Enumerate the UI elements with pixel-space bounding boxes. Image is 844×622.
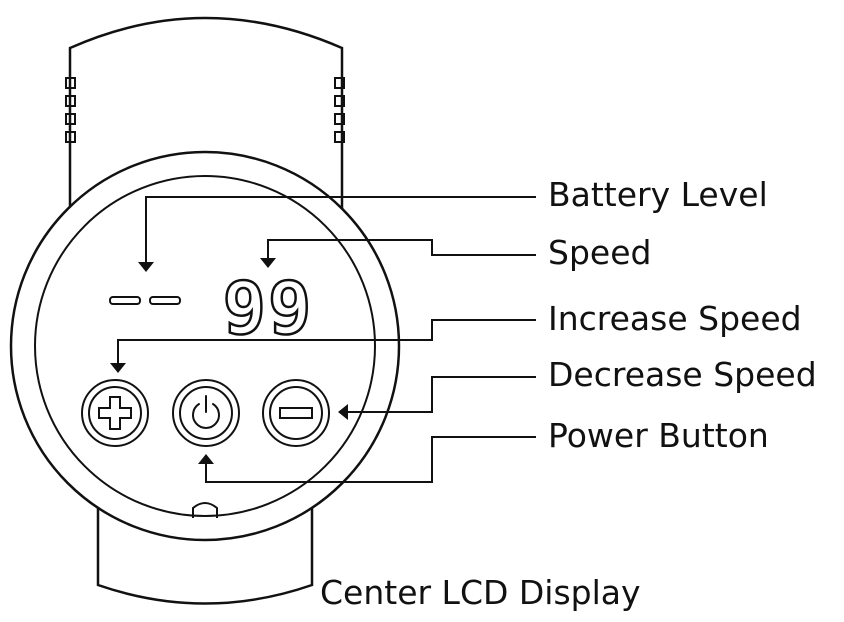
increase-speed-leader: [110, 319, 536, 373]
speed-leader: [260, 239, 536, 268]
speed-readout: 99: [223, 266, 314, 350]
power-icon: [192, 395, 220, 429]
power-button-leader: [198, 436, 536, 483]
arrowhead-icon: [260, 258, 276, 268]
power-button[interactable]: [172, 379, 240, 447]
center-lcd-display-label: Center LCD Display: [320, 573, 641, 612]
vent-slots-left: [65, 77, 76, 143]
face-notch: [192, 502, 218, 518]
device-outer-ring: [9, 150, 401, 542]
increase-speed-label: Increase Speed: [548, 299, 802, 338]
arrowhead-icon: [338, 404, 348, 420]
speed-label: Speed: [548, 233, 651, 272]
arrowhead-icon: [110, 363, 126, 373]
battery-level-leader: [138, 196, 536, 272]
decrease-speed-button[interactable]: [262, 379, 330, 447]
minus-icon: [279, 407, 313, 419]
battery-level-label: Battery Level: [548, 175, 768, 214]
arrowhead-icon: [198, 454, 214, 464]
device-inner-face: [34, 175, 376, 517]
power-button-label: Power Button: [548, 416, 769, 455]
vent-slots-right: [334, 77, 345, 143]
battery-level-indicator: - -: [109, 296, 181, 305]
increase-speed-button[interactable]: [81, 379, 149, 447]
decrease-speed-label: Decrease Speed: [548, 355, 817, 394]
arrowhead-icon: [138, 262, 154, 272]
plus-icon: [98, 396, 132, 430]
decrease-speed-leader: [338, 376, 536, 420]
